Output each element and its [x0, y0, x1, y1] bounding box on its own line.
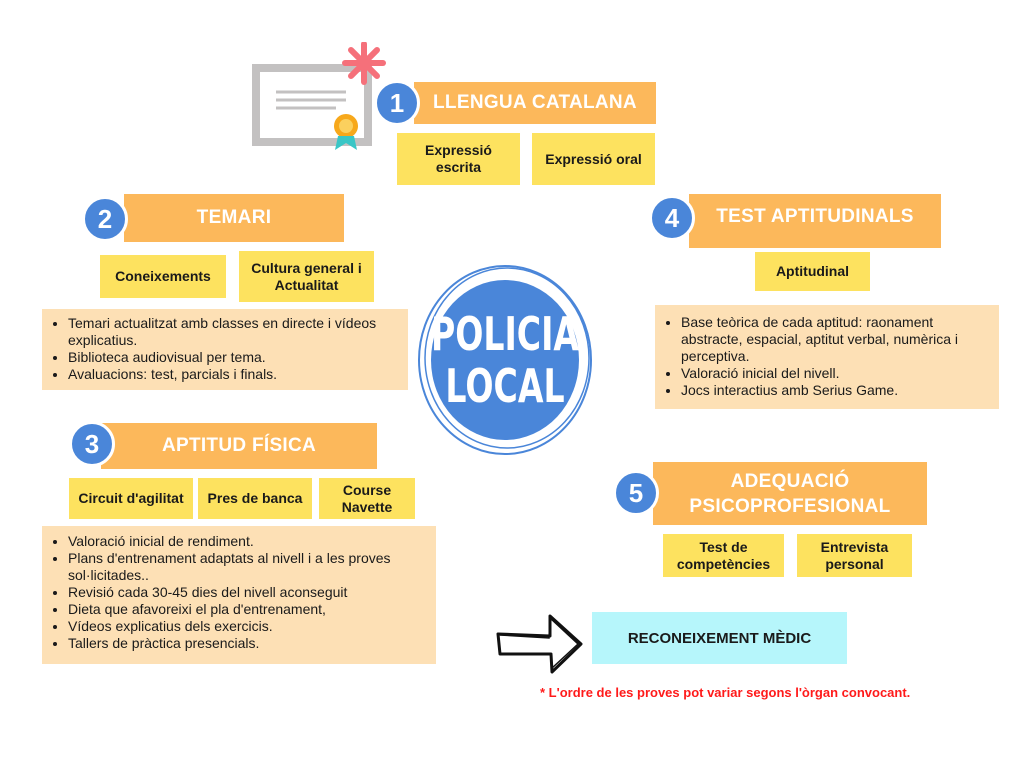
arrow-right-icon	[496, 614, 583, 674]
tag-course-navette: Course Navette	[319, 478, 415, 519]
test-aptitudinals-header: TEST APTITUDINALS	[689, 194, 941, 248]
footnote: * L'ordre de les proves pot variar segon…	[540, 685, 911, 700]
list-item: Revisió cada 30-45 dies del nivell acons…	[68, 584, 426, 601]
list-item: Valoració inicial del nivell.	[681, 365, 989, 382]
list-item: Jocs interactius amb Serius Game.	[681, 382, 989, 399]
list-item: Valoració inicial de rendiment.	[68, 533, 426, 550]
list-item: Tallers de pràctica presencials.	[68, 635, 426, 652]
tag-expressio-oral: Expressió oral	[532, 133, 655, 185]
tag-coneixements: Coneixements	[100, 255, 226, 298]
list-item: Plans d'entrenament adaptats al nivell i…	[68, 550, 426, 584]
list-item: Avaluacions: test, parcials i finals.	[68, 366, 398, 383]
test-aptitudinals-details: Base teòrica de cada aptitud: raonament …	[655, 305, 999, 409]
list-item: Base teòrica de cada aptitud: raonament …	[681, 314, 989, 365]
step-2-number: 2	[82, 196, 128, 242]
reconeixement-medic-box: RECONEIXEMENT MÈDIC	[592, 612, 847, 664]
center-title-line2: LOCAL	[445, 359, 565, 413]
step-4-number: 4	[649, 195, 695, 241]
list-item: Biblioteca audiovisual per tema.	[68, 349, 398, 366]
list-item: Dieta que afavoreixi el pla d'entrenamen…	[68, 601, 426, 618]
tag-circuit-agilitat: Circuit d'agilitat	[69, 478, 193, 519]
aptitud-fisica-header: APTITUD FÍSICA	[101, 423, 377, 469]
tag-aptitudinal: Aptitudinal	[755, 252, 870, 291]
list-item: Temari actualitzat amb classes en direct…	[68, 315, 398, 349]
tag-expressio-escrita: Expressió escrita	[397, 133, 520, 185]
aptitud-fisica-details: Valoració inicial de rendiment. Plans d'…	[42, 526, 436, 664]
step-3-number: 3	[69, 421, 115, 467]
step-5-number: 5	[613, 470, 659, 516]
center-title-line1: POLICIA	[430, 307, 580, 361]
tag-test-competencies: Test de competències	[663, 534, 784, 577]
list-item: Vídeos explicatius dels exercicis.	[68, 618, 426, 635]
llengua-catalana-header: LLENGUA CATALANA	[414, 82, 656, 124]
temari-details: Temari actualitzat amb classes en direct…	[42, 309, 408, 390]
tag-pres-banca: Pres de banca	[198, 478, 312, 519]
tag-cultura-general: Cultura general i Actualitat	[239, 251, 374, 302]
temari-header: TEMARI	[124, 194, 344, 242]
certificate-icon	[252, 42, 386, 150]
adequacio-psicoprofesional-header: ADEQUACIÓ PSICOPROFESIONAL	[653, 462, 927, 525]
step-1-number: 1	[374, 80, 420, 126]
policia-local-circle: POLICIA LOCAL	[412, 260, 598, 460]
tag-entrevista-personal: Entrevista personal	[797, 534, 912, 577]
